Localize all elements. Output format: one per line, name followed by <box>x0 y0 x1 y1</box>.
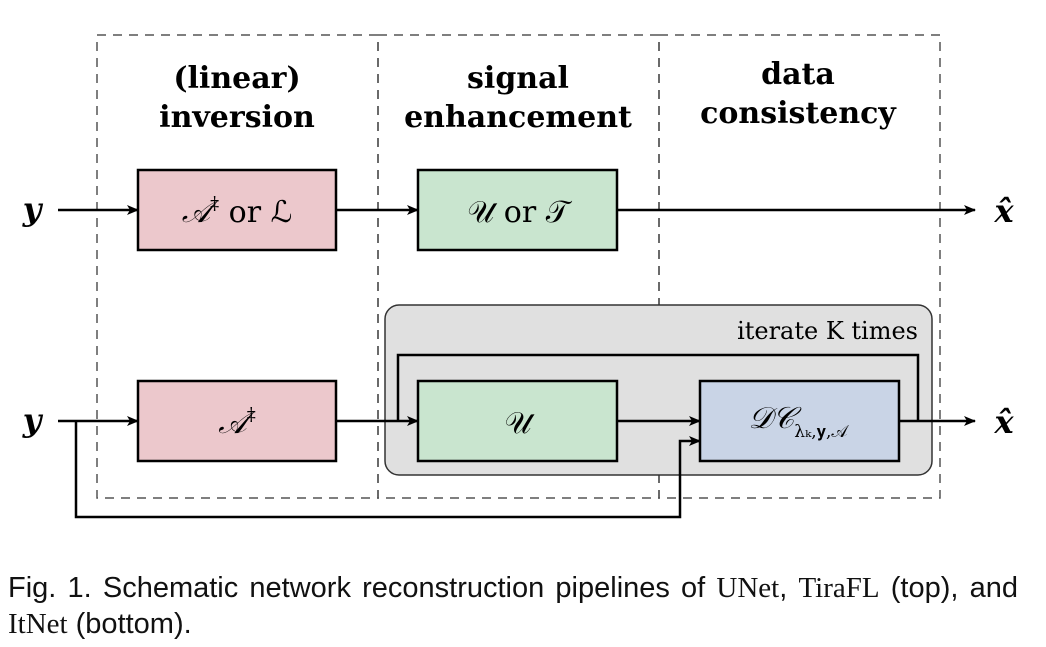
stage-header-inversion-line2: inversion <box>159 100 315 135</box>
consistency-label: 𝒟𝒞λₖ,𝐲,𝒜 <box>748 401 849 442</box>
top-enhancement-block <box>416 168 619 252</box>
bottom-input-y: y <box>22 401 44 439</box>
bottom-enhancement-label: 𝒰 <box>505 406 536 441</box>
caption-sep: , <box>779 572 799 604</box>
iterate-label: iterate K times <box>737 317 918 345</box>
caption-prefix: Fig. 1. Schematic network reconstruction… <box>8 572 717 604</box>
iterate-feedback-loop <box>396 353 920 421</box>
pipeline-diagram: (linear) inversion signal enhancement da… <box>22 34 1014 519</box>
top-enhancement-label: 𝒰 or 𝒯 <box>467 195 572 230</box>
consistency-block <box>698 379 901 463</box>
stage-header-consistency-line1: data <box>761 57 835 92</box>
caption-suffix: (bottom). <box>67 608 192 640</box>
bottom-inversion-sup: ‡ <box>247 404 256 425</box>
stage-frame-consistency <box>658 34 941 499</box>
caption-method-unet: UNet <box>716 572 780 604</box>
stage-header-enhancement-line1: signal <box>467 61 569 96</box>
top-inversion-block <box>136 168 338 252</box>
top-inversion-rest: or ℒ <box>219 195 292 230</box>
bottom-inversion-block <box>136 379 338 463</box>
figure-caption: Fig. 1. Schematic network reconstruction… <box>8 570 1018 642</box>
stage-header-consistency-line2: consistency <box>700 96 897 131</box>
caption-mid: (top), and <box>879 572 1019 604</box>
consistency-main: 𝒟𝒞 <box>748 401 802 436</box>
top-input-y: y <box>22 190 44 228</box>
stage-header-enhancement-line2: enhancement <box>404 100 632 135</box>
bottom-output-xhat: x̂ <box>993 403 1014 441</box>
stage-header-inversion-line1: (linear) <box>173 61 300 96</box>
top-inversion-sup: ‡ <box>210 193 219 214</box>
consistency-sub: λₖ,𝐲,𝒜 <box>794 422 849 442</box>
top-inversion-label: 𝒜‡ or ℒ <box>182 193 292 230</box>
y-skip-connection <box>74 421 701 519</box>
caption-method-itnet: ItNet <box>8 608 68 640</box>
caption-method-tirafl: TiraFL <box>798 572 880 604</box>
top-output-xhat: x̂ <box>993 192 1014 230</box>
